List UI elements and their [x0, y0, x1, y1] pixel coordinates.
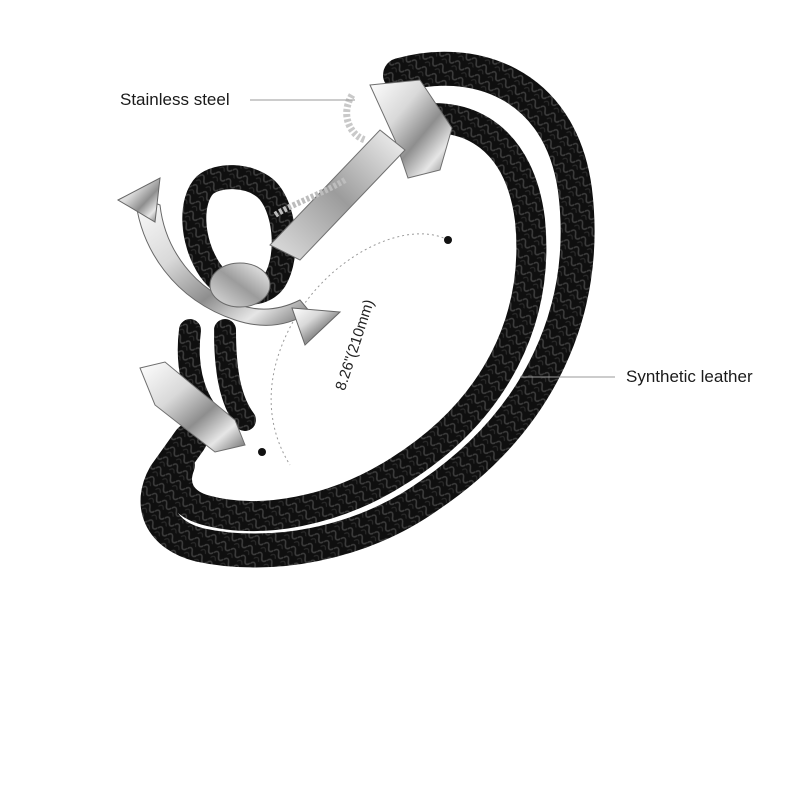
anchor-hub: [209, 262, 271, 308]
label-stainless-steel: Stainless steel: [120, 90, 230, 109]
leather-loop: [182, 165, 296, 305]
anchor-bottom-clasp: [139, 361, 246, 453]
label-synthetic-leather: Synthetic leather: [626, 367, 753, 386]
anchor-rope-detail: [343, 93, 367, 144]
dimension-dot-top: [444, 236, 452, 244]
leather-strand-inner: [162, 103, 547, 532]
anchor-shank: [269, 129, 406, 261]
anchor-right-fluke: [291, 307, 342, 346]
leather-strand-outer: [140, 51, 595, 568]
anchor-left-fluke: [116, 177, 161, 223]
dimension-dot-bottom: [258, 448, 266, 456]
anchor-rope-wrap: [273, 177, 347, 218]
anchor-top-clasp: [369, 79, 453, 179]
